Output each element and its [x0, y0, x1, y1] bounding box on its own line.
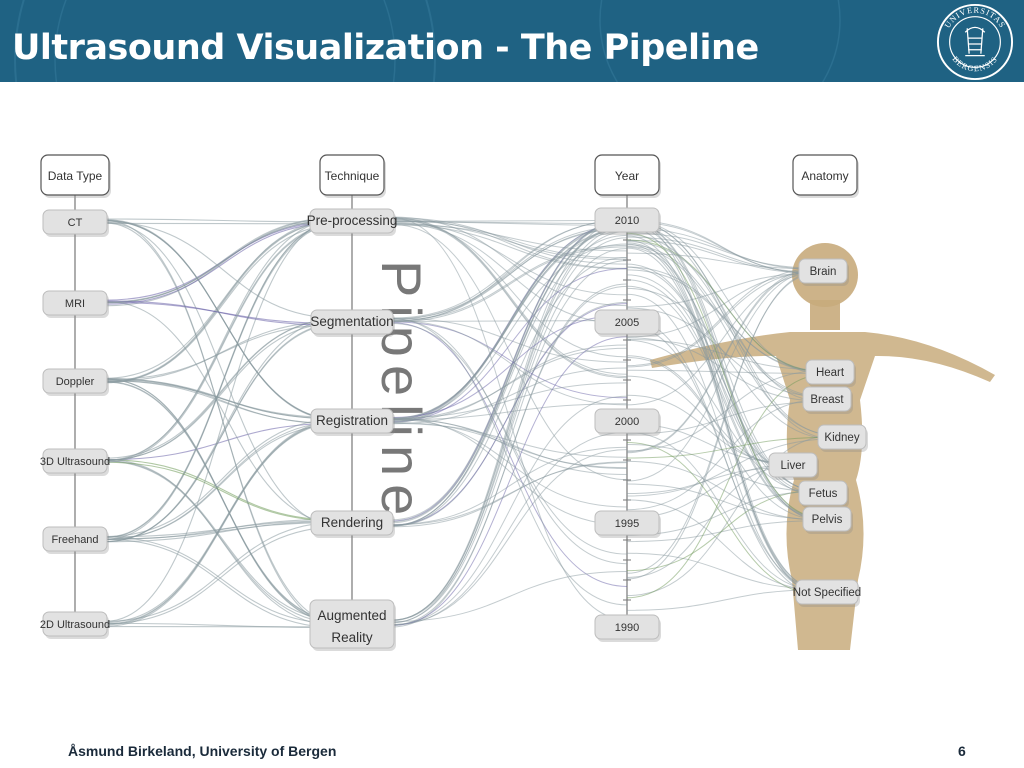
- node-brain: Brain: [798, 258, 849, 286]
- svg-text:1995: 1995: [615, 518, 639, 530]
- node-segmentation: Segmentation: [310, 309, 395, 337]
- node-year-1990: 1990: [594, 614, 661, 642]
- svg-text:2D Ultrasound: 2D Ultrasound: [40, 619, 110, 631]
- footer-author: Åsmund Birkeland, University of Bergen: [68, 743, 337, 759]
- title-bar: Ultrasound Visualization - The Pipeline …: [0, 0, 1024, 82]
- svg-text:Registration: Registration: [316, 413, 388, 428]
- svg-text:Augmented: Augmented: [317, 608, 386, 623]
- svg-text:2000: 2000: [615, 416, 639, 428]
- svg-text:BERGENSIS: BERGENSIS: [951, 55, 1000, 74]
- svg-text:Fetus: Fetus: [809, 488, 838, 500]
- svg-text:CT: CT: [68, 217, 83, 229]
- node-ct: CT: [42, 209, 109, 237]
- pipeline-watermark: Pipeline: [370, 260, 433, 523]
- node-registration: Registration: [310, 408, 395, 436]
- seal-watermark: [14, 0, 841, 82]
- svg-text:Brain: Brain: [810, 266, 837, 278]
- svg-text:Reality: Reality: [331, 630, 373, 645]
- node-pre-processing: Pre-processing: [307, 208, 398, 236]
- header-technique: Technique: [319, 154, 386, 198]
- header-technique-label: Technique: [325, 169, 380, 183]
- header-data-type-label: Data Type: [48, 169, 103, 183]
- node-year-2000: 2000: [594, 408, 661, 436]
- svg-text:Breast: Breast: [810, 394, 844, 406]
- svg-text:1990: 1990: [615, 622, 639, 634]
- svg-text:Segmentation: Segmentation: [310, 314, 393, 329]
- node-mri: MRI: [42, 290, 109, 318]
- node-year-2005: 2005: [594, 309, 661, 337]
- node-heart: Heart: [805, 359, 856, 387]
- node-doppler: Doppler: [42, 368, 109, 396]
- svg-text:Liver: Liver: [781, 460, 806, 472]
- node-year-1995: 1995: [594, 510, 661, 538]
- svg-text:Doppler: Doppler: [56, 376, 95, 388]
- svg-text:Rendering: Rendering: [321, 515, 383, 530]
- node-rendering: Rendering: [310, 510, 395, 538]
- header-anatomy-label: Anatomy: [801, 169, 848, 183]
- svg-text:Pre-processing: Pre-processing: [307, 213, 398, 228]
- node-3d-ultrasound: 3D Ultrasound: [40, 448, 110, 476]
- node-kidney: Kidney: [817, 424, 868, 452]
- node-year-2010: 2010: [594, 207, 661, 235]
- header-year-label: Year: [615, 169, 639, 183]
- node-freehand: Freehand: [42, 526, 109, 554]
- node-liver: Liver: [768, 452, 819, 480]
- svg-text:Kidney: Kidney: [824, 432, 859, 444]
- university-seal-logo: UNIVERSITAS BERGENSIS: [936, 3, 1014, 81]
- svg-text:MRI: MRI: [65, 298, 85, 310]
- svg-text:Heart: Heart: [816, 367, 845, 379]
- svg-text:Freehand: Freehand: [51, 534, 98, 546]
- slide-title: Ultrasound Visualization - The Pipeline: [12, 28, 759, 68]
- svg-text:2010: 2010: [615, 215, 639, 227]
- svg-text:3D Ultrasound: 3D Ultrasound: [40, 456, 110, 468]
- header-anatomy: Anatomy: [792, 154, 859, 198]
- node-breast: Breast: [802, 386, 853, 414]
- svg-text:UNIVERSITAS: UNIVERSITAS: [943, 6, 1007, 30]
- svg-text:Pelvis: Pelvis: [812, 514, 843, 526]
- node-2d-ultrasound: 2D Ultrasound: [40, 611, 110, 639]
- node-pelvis: Pelvis: [802, 506, 853, 534]
- connection-curves: [104, 216, 838, 629]
- header-data-type: Data Type: [40, 154, 111, 198]
- svg-text:2005: 2005: [615, 317, 639, 329]
- node-fetus: Fetus: [798, 480, 849, 508]
- node-not-specified: Not Specified: [793, 579, 861, 607]
- svg-text:Not Specified: Not Specified: [793, 587, 861, 599]
- header-year: Year: [594, 154, 661, 198]
- page-number: 6: [958, 743, 966, 759]
